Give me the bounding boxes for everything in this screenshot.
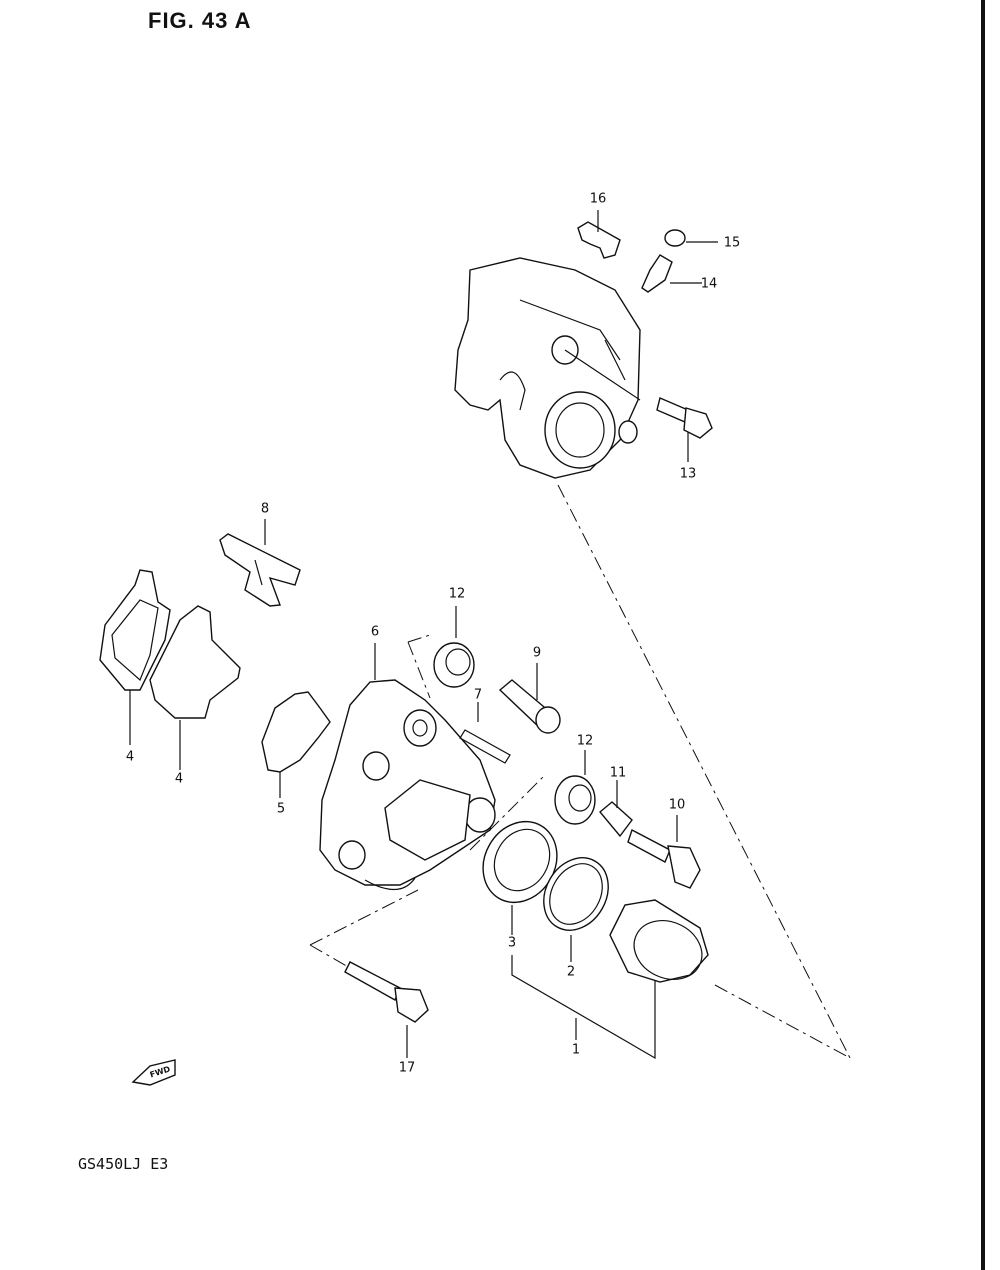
bleeder-cap-15 bbox=[664, 229, 686, 247]
caliper-piston bbox=[609, 899, 709, 983]
callout-7: 7 bbox=[473, 687, 483, 703]
callout-4-inner: 4 bbox=[174, 771, 184, 787]
fwd-direction-arrow bbox=[131, 1059, 176, 1086]
pad-spring-clip-16 bbox=[577, 221, 621, 259]
callout-3: 3 bbox=[507, 935, 517, 951]
callout-15: 15 bbox=[723, 235, 741, 251]
callout-5: 5 bbox=[276, 801, 286, 817]
retainer-clip-7 bbox=[459, 729, 511, 764]
figure-title: FIG. 43 A bbox=[148, 8, 252, 33]
callout-17: 17 bbox=[398, 1060, 416, 1076]
caliper-body-assembled bbox=[454, 257, 641, 479]
bleeder-valve-14 bbox=[641, 254, 673, 293]
page-edge-border bbox=[981, 0, 985, 1270]
callout-4-outer: 4 bbox=[125, 749, 135, 765]
callout-16: 16 bbox=[589, 191, 607, 207]
callout-11: 11 bbox=[609, 765, 627, 781]
dust-boot-12-upper bbox=[433, 642, 475, 688]
brake-pad-4-inner bbox=[149, 605, 241, 719]
callout-13: 13 bbox=[679, 466, 697, 482]
callout-2: 2 bbox=[566, 964, 576, 980]
callout-10: 10 bbox=[668, 797, 686, 813]
callout-9: 9 bbox=[532, 645, 542, 661]
callout-1: 1 bbox=[571, 1042, 581, 1058]
model-code: GS450LJ E3 bbox=[78, 1155, 169, 1173]
callout-14: 14 bbox=[700, 276, 718, 292]
callout-8: 8 bbox=[260, 501, 270, 517]
pad-spring-8 bbox=[219, 533, 301, 607]
dust-seal-2 bbox=[543, 857, 609, 931]
slide-sleeve-9 bbox=[498, 679, 561, 734]
slide-pin-10 bbox=[627, 828, 701, 889]
callout-12-lower: 12 bbox=[576, 733, 594, 749]
caliper-bracket-6 bbox=[319, 679, 496, 891]
dust-boot-12-lower bbox=[554, 775, 596, 825]
mounting-bolt-13 bbox=[656, 397, 713, 439]
anti-rattle-shim-5 bbox=[261, 691, 331, 773]
callout-6: 6 bbox=[370, 624, 380, 640]
brake-pad-4-outer bbox=[99, 569, 171, 691]
mounting-bolt-17 bbox=[344, 961, 429, 1023]
leader-lines bbox=[129, 210, 851, 1060]
callout-12-upper: 12 bbox=[448, 586, 466, 602]
slide-bushing-11 bbox=[599, 801, 633, 838]
